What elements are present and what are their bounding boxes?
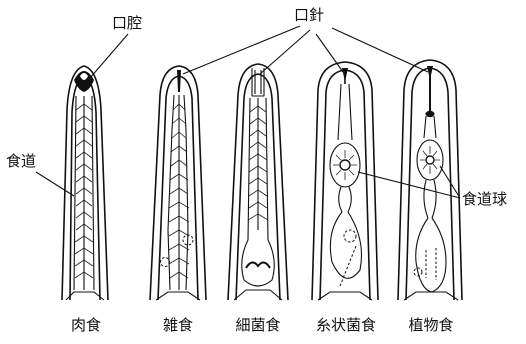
caption-bacterivore: 細菌食 — [235, 316, 280, 334]
label-esophagus: 食道 — [6, 152, 36, 170]
nematode-head-herbivore — [398, 60, 462, 300]
label-mouth-cavity: 口腔 — [112, 14, 142, 32]
nematode-head-fungivore — [312, 62, 378, 300]
label-stylet: 口針 — [294, 6, 324, 24]
nematode-head-bacterivore — [228, 64, 288, 300]
caption-herbivore: 植物食 — [408, 316, 453, 334]
caption-carnivore: 肉食 — [71, 316, 101, 334]
caption-fungivore: 糸状菌食 — [316, 316, 376, 334]
nematode-head-carnivore — [62, 66, 108, 300]
label-esophageal-bulb: 食道球 — [462, 190, 507, 208]
leader-lines — [36, 26, 460, 198]
nematode-head-omnivore — [150, 66, 206, 300]
caption-omnivore: 雑食 — [163, 316, 193, 334]
